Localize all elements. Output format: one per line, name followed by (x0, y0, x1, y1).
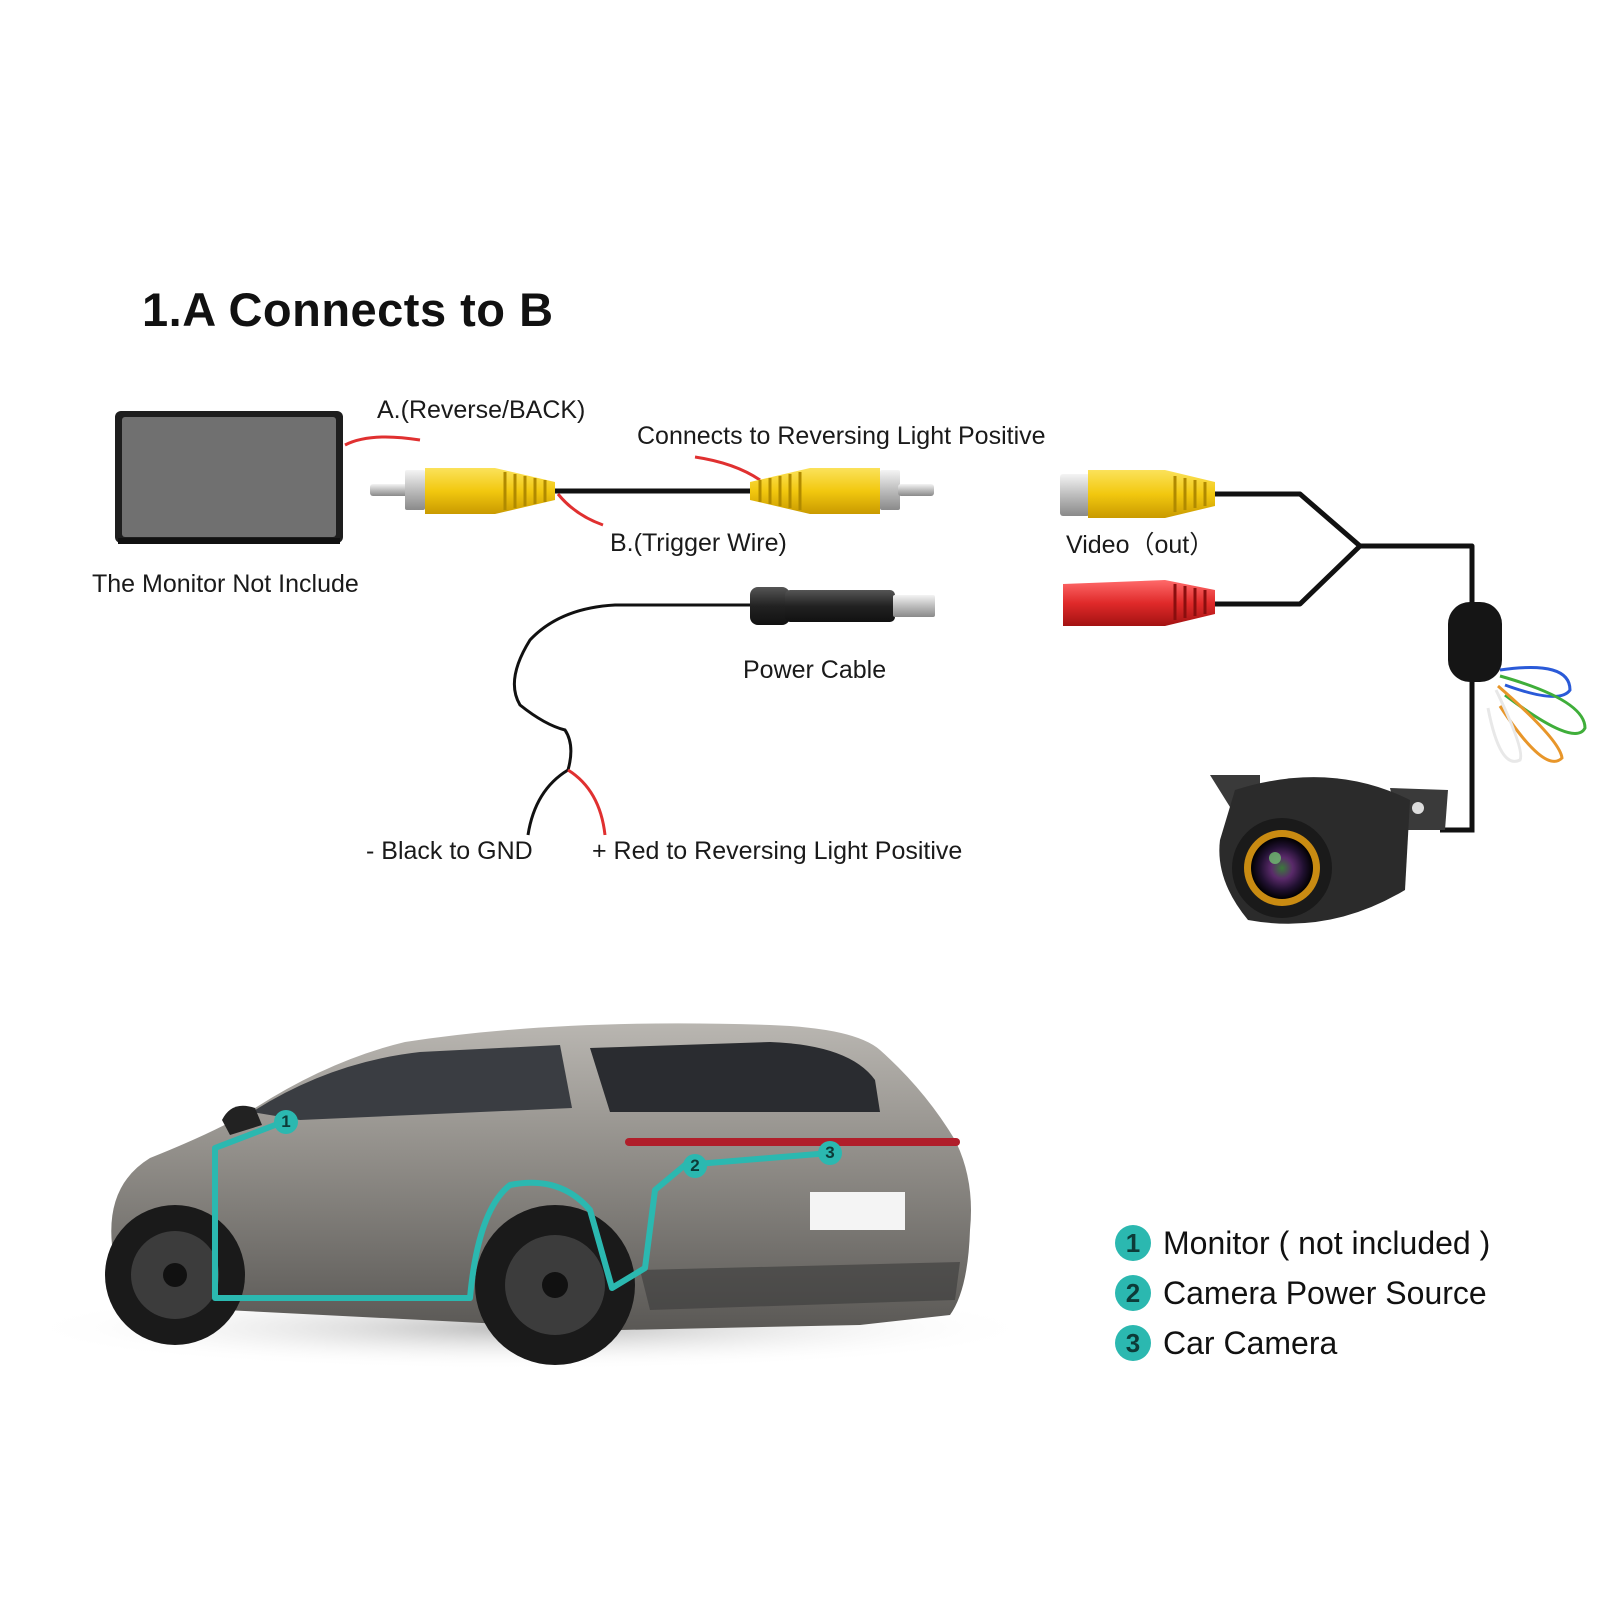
monitor-red-wire (344, 435, 421, 447)
label-connects-reversing: Connects to Reversing Light Positive (637, 422, 1046, 450)
gnd-black-wire (526, 768, 569, 836)
label-b-trigger: B.(Trigger Wire) (610, 529, 787, 557)
power-cable-wire (512, 603, 750, 771)
legend-text: Monitor ( not included ) (1163, 1224, 1491, 1261)
legend-number-badge: 3 (1115, 1325, 1151, 1361)
legend-number-badge: 2 (1115, 1275, 1151, 1311)
rca-female-red (1063, 580, 1215, 626)
legend-number-badge: 1 (1115, 1225, 1151, 1261)
monitor-icon (115, 411, 343, 544)
rear-camera-icon (1210, 775, 1448, 924)
page-title: 1.A Connects to B (142, 283, 554, 336)
legend-item: 1 Monitor ( not included ) (1115, 1218, 1490, 1268)
label-black-gnd: - Black to GND (366, 837, 533, 865)
reversing-red-wire (694, 455, 761, 482)
car-bumper (640, 1262, 960, 1310)
car-windows (252, 1045, 572, 1120)
camera-cable (1440, 682, 1475, 833)
car-marker-1: 1 (274, 1110, 298, 1134)
rca-female-yellow (1060, 470, 1215, 518)
label-power-cable: Power Cable (743, 656, 887, 684)
legend: 1 Monitor ( not included ) 2 Camera Powe… (1115, 1218, 1490, 1368)
car-marker-3: 3 (818, 1141, 842, 1165)
cable-route (212, 1119, 831, 1301)
positive-red-wire (567, 768, 607, 836)
car-taillight (625, 1138, 960, 1146)
label-monitor-not-include: The Monitor Not Include (92, 570, 359, 598)
label-video-out: Video（out） (1066, 531, 1215, 559)
car-illustration (20, 1023, 1040, 1370)
rca-male-yellow-right (750, 468, 934, 514)
colored-extra-wires (1486, 666, 1587, 763)
legend-text: Camera Power Source (1163, 1274, 1487, 1311)
camera-harness-wire (1215, 491, 1475, 620)
label-red-positive: + Red to Reversing Light Positive (592, 837, 963, 865)
legend-text: Car Camera (1163, 1324, 1338, 1361)
label-a-reverse: A.(Reverse/BACK) (377, 396, 586, 424)
power-connector (750, 587, 935, 625)
harness-junction-box (1448, 602, 1502, 682)
legend-item: 2 Camera Power Source (1115, 1268, 1490, 1318)
trigger-wire-red (556, 493, 604, 527)
car-marker-2: 2 (683, 1154, 707, 1178)
car-mirror (222, 1105, 262, 1135)
car-license-plate (810, 1192, 905, 1230)
legend-item: 3 Car Camera (1115, 1318, 1490, 1368)
car-rear-window (590, 1042, 880, 1112)
rca-male-yellow-left (370, 468, 555, 514)
